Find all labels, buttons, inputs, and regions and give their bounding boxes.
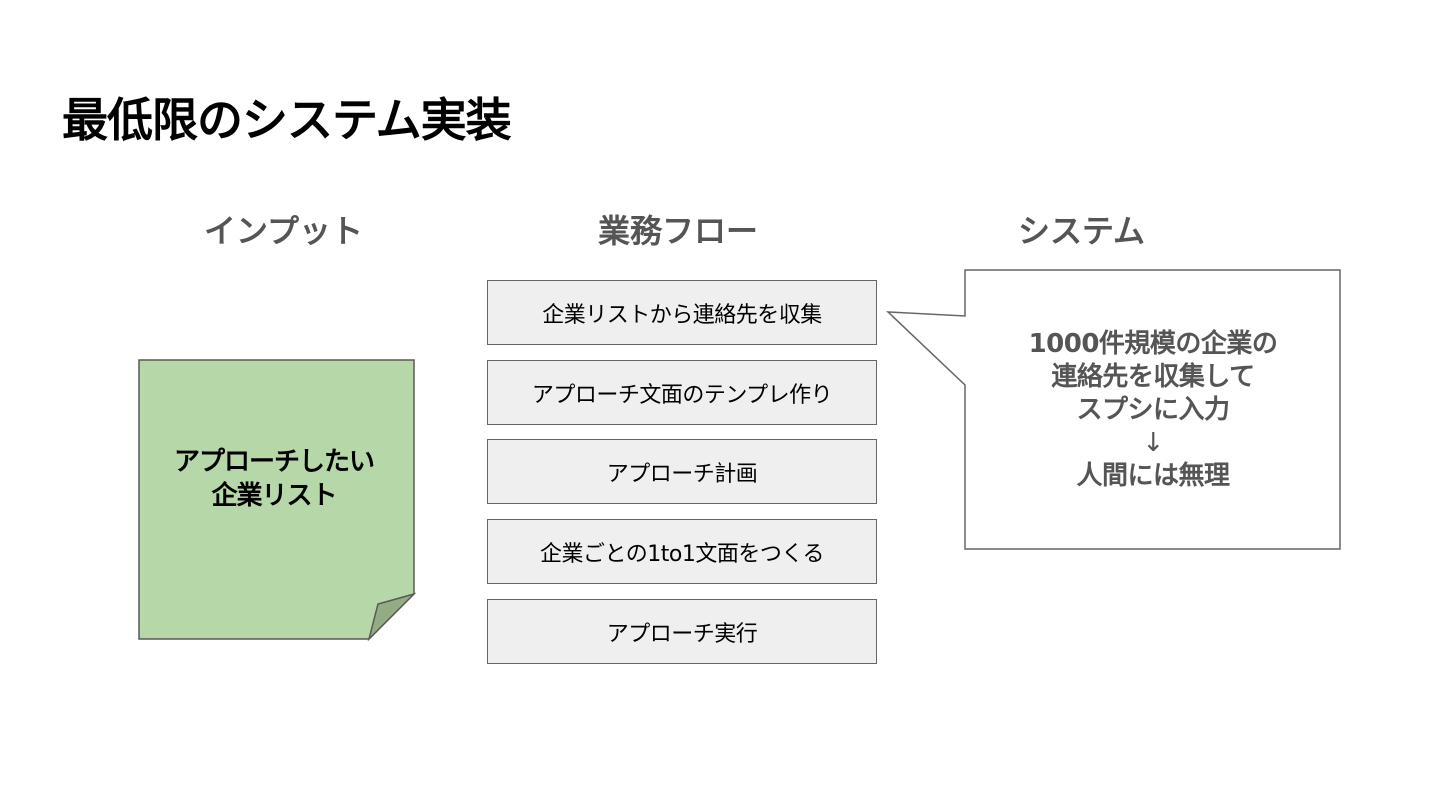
slide-title: 最低限のシステム実装 bbox=[62, 93, 512, 147]
down-arrow-icon: ↓ bbox=[1142, 428, 1164, 458]
flow-step-plan: アプローチ計画 bbox=[487, 439, 877, 504]
flow-step-execute: アプローチ実行 bbox=[487, 599, 877, 664]
column-heading-input: インプット bbox=[204, 212, 364, 250]
flow-step-custom-message: 企業ごとの1to1文面をつくる bbox=[487, 519, 877, 584]
sticky-note-shape bbox=[138, 359, 416, 641]
sticky-note-line: アプローチしたい bbox=[173, 447, 375, 477]
sticky-note-text: アプローチしたい 企業リスト bbox=[138, 445, 410, 513]
sticky-note-line: 企業リスト bbox=[211, 481, 337, 511]
callout-line: 連絡先を収集して bbox=[1051, 362, 1255, 392]
column-heading-system: システム bbox=[1018, 212, 1146, 250]
callout-line: 1000件規模の企業の bbox=[1028, 329, 1278, 359]
flow-step-collect-contacts: 企業リストから連絡先を収集 bbox=[487, 280, 877, 345]
column-heading-flow: 業務フロー bbox=[598, 212, 759, 250]
sticky-note: アプローチしたい 企業リスト bbox=[138, 359, 416, 641]
flow-step-template: アプローチ文面のテンプレ作り bbox=[487, 360, 877, 425]
callout-line: スプシに入力 bbox=[1076, 395, 1230, 425]
callout-line: 人間には無理 bbox=[1076, 461, 1230, 491]
callout-text: 1000件規模の企業の 連絡先を収集して スプシに入力 ↓ 人間には無理 bbox=[966, 328, 1340, 493]
